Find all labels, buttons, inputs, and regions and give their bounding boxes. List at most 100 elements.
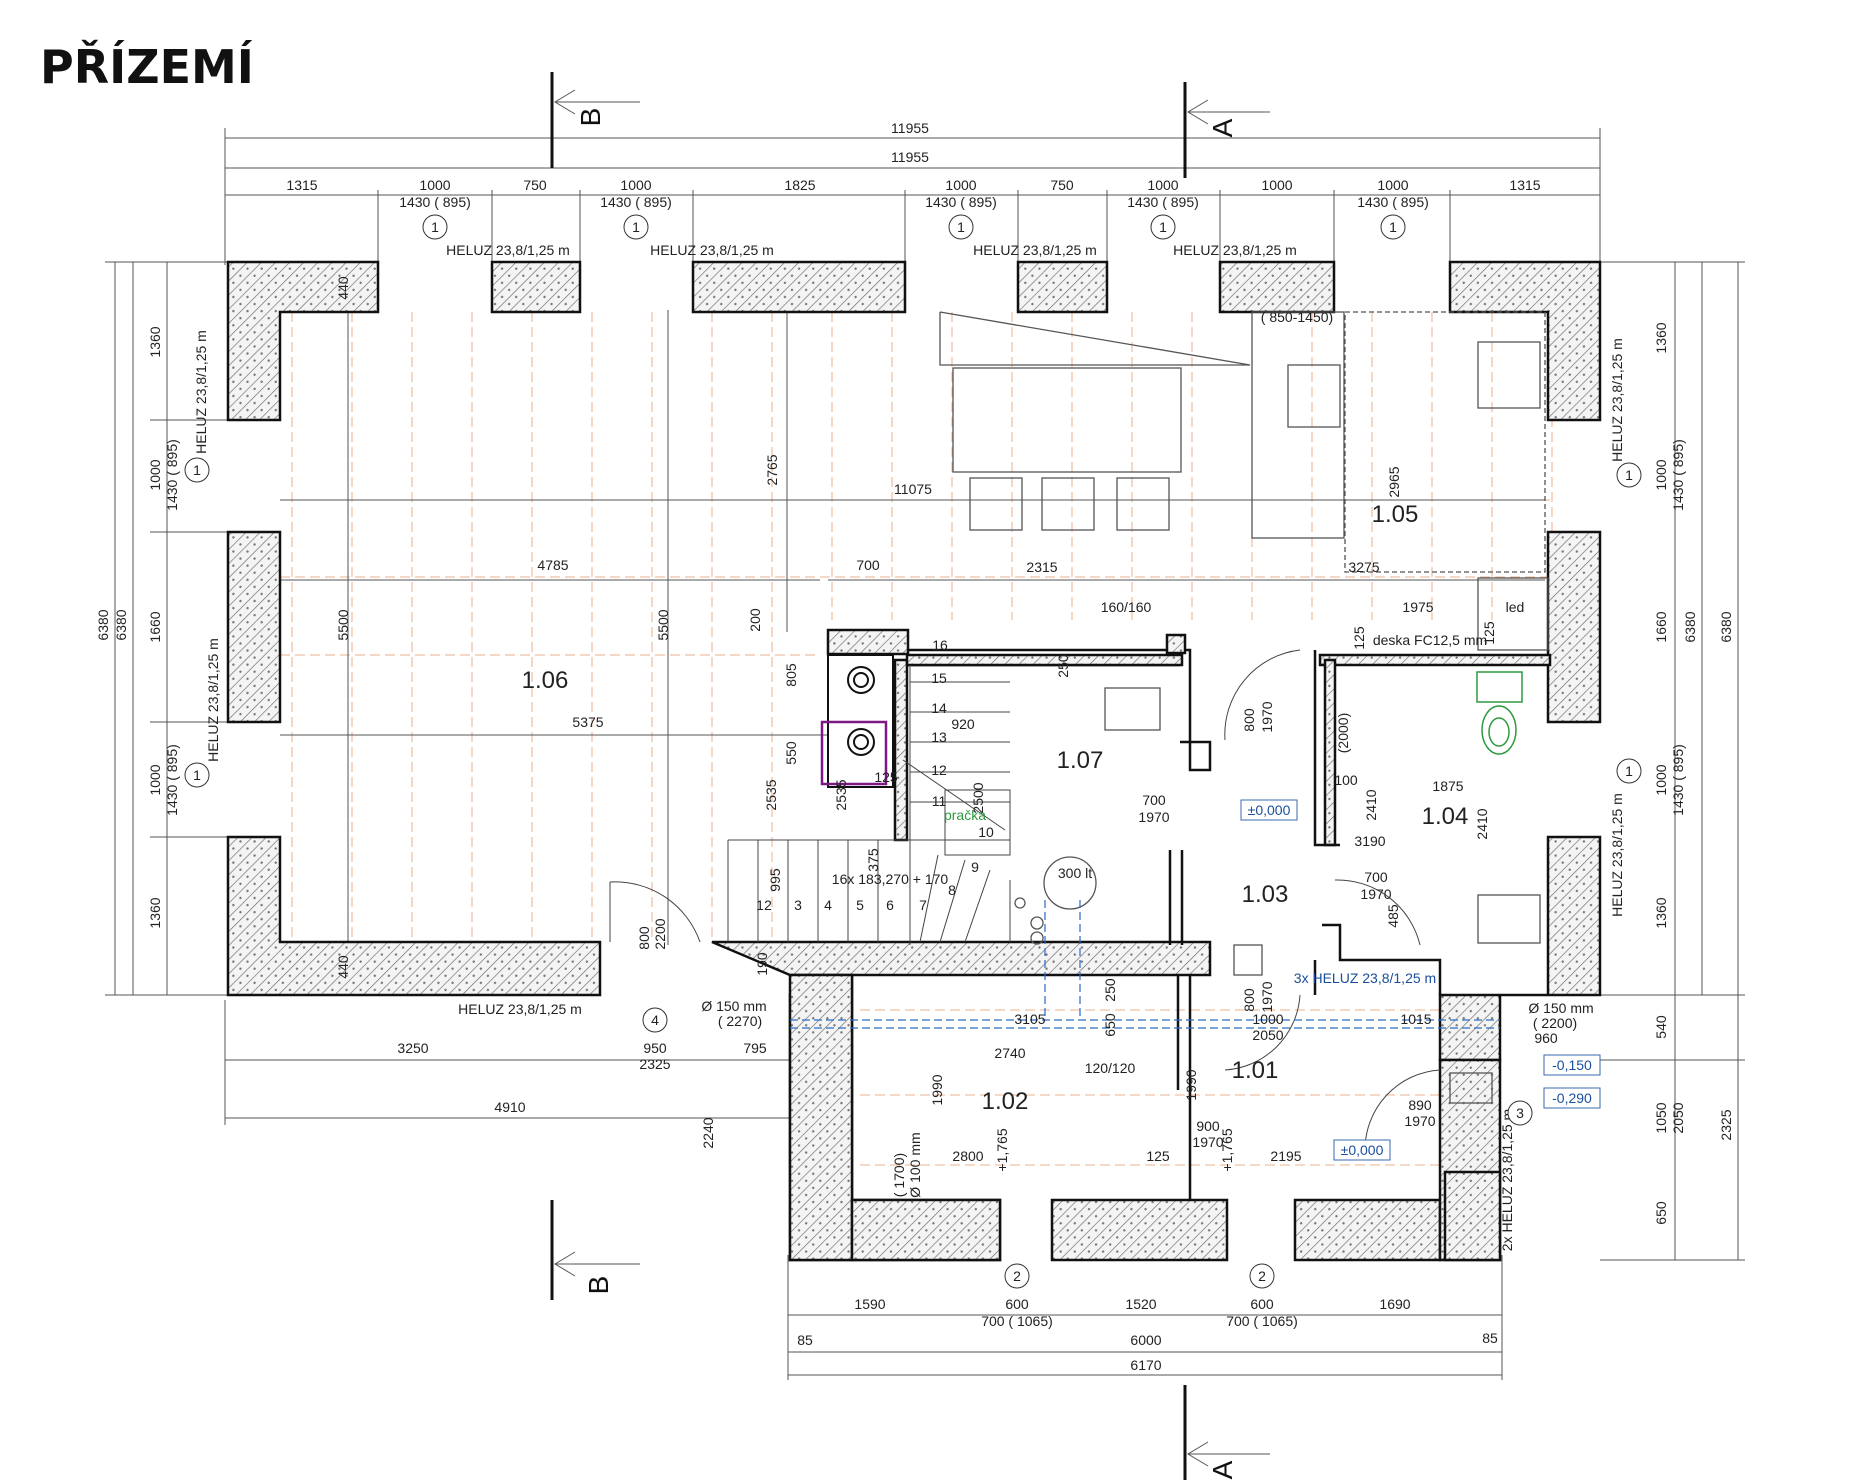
window-tag: 1 [948, 214, 974, 240]
dimension-label: 1000 [1147, 177, 1178, 193]
dimension-label: 700 ( 1065) [1226, 1313, 1298, 1329]
window-tag-number: 1 [1625, 467, 1633, 483]
dimension-label: 1430 ( 895) [164, 439, 180, 511]
dimension-label: 700 ( 1065) [981, 1313, 1053, 1329]
level-mark: -0,290 [1543, 1087, 1601, 1109]
window-tag: 1 [422, 214, 448, 240]
step-number: 1 [756, 897, 764, 913]
dimension-label: 995 [767, 868, 783, 892]
material-label: HELUZ 23,8/1,25 m [1173, 242, 1297, 258]
room-number: 1.05 [1372, 501, 1419, 528]
dimension-label: 375 [865, 848, 881, 872]
window-tag-number: 1 [957, 219, 965, 235]
dimension-label: 4785 [537, 557, 568, 573]
step-number: 4 [824, 897, 832, 913]
window-tag-number: 1 [193, 462, 201, 478]
room-number: 1.01 [1232, 1057, 1279, 1084]
dimension-label: 890 [1408, 1097, 1432, 1113]
dimension-label: 11955 [891, 149, 929, 165]
dimension-label: 1875 [1432, 778, 1463, 794]
dimension-label: 125 [1351, 626, 1367, 650]
window-tag-number: 4 [651, 1012, 659, 1028]
room-number: 1.04 [1422, 803, 1469, 830]
level-mark: ±0,000 [1240, 799, 1298, 821]
dimension-label: 200 [747, 608, 763, 632]
dimension-label: 2325 [639, 1056, 670, 1072]
section-arrows [554, 89, 1270, 1467]
dimension-label: 5500 [335, 609, 351, 640]
dimension-label: 2325 [1718, 1109, 1734, 1140]
window-tag-number: 1 [431, 219, 439, 235]
dimension-label: 1970 [1404, 1113, 1435, 1129]
dimension-label: 1590 [854, 1296, 885, 1312]
dimension-label: 1430 ( 895) [164, 744, 180, 816]
dimension-label: 960 [1534, 1030, 1558, 1046]
step-number: 16 [932, 637, 948, 653]
annotation-label: pračka [944, 807, 986, 823]
dimension-label: 700 [1364, 869, 1388, 885]
window-tag-number: 1 [193, 767, 201, 783]
dimension-label: 1360 [147, 326, 163, 357]
dimension-label: 16x 183,270 + 170 [832, 871, 949, 887]
dimension-label: 900 [1196, 1118, 1220, 1134]
material-label: HELUZ 23,8/1,25 m [1609, 338, 1625, 462]
material-label: HELUZ 23,8/1,25 m [650, 242, 774, 258]
window-tag: 1 [184, 457, 210, 483]
step-number: 13 [931, 729, 947, 745]
dimension-label: 300 lt [1058, 865, 1092, 881]
dimension-label: 1970 [1360, 886, 1391, 902]
dimension-label: 1360 [1653, 897, 1669, 928]
dimension-label: 795 [743, 1040, 767, 1056]
dimension-label: 2535 [763, 779, 779, 810]
dimension-label: 125 [1481, 621, 1497, 645]
room-number: 1.03 [1242, 881, 1289, 908]
step-number: 100 [1334, 772, 1358, 788]
room-number: 1.02 [982, 1088, 1029, 1115]
dimension-label: 1000 [147, 764, 163, 795]
dimension-label: 1520 [1125, 1296, 1156, 1312]
dimension-label: 190 [754, 952, 770, 976]
dimension-label: 550 [783, 741, 799, 765]
step-number: 6 [886, 897, 894, 913]
window-tag: 1 [623, 214, 649, 240]
step-number: 8 [948, 882, 956, 898]
window-tag: 1 [1380, 214, 1406, 240]
dimension-label: 1975 [1402, 599, 1433, 615]
dimension-label: 3250 [397, 1040, 428, 1056]
dimension-label: 1430 ( 895) [399, 194, 471, 210]
window-tag: 1 [1616, 462, 1642, 488]
step-number: 2 [764, 897, 772, 913]
dimension-label: 1430 ( 895) [600, 194, 672, 210]
dimension-label: 1000 [945, 177, 976, 193]
masonry-walls [226, 260, 1602, 1262]
dimension-label: 1970 [1259, 701, 1275, 732]
dimension-label: 6000 [1130, 1332, 1161, 1348]
dimension-label: 2195 [1270, 1148, 1301, 1164]
dimension-label: 1015 [1400, 1011, 1431, 1027]
dimension-label: 5375 [572, 714, 603, 730]
dimension-label: 485 [1385, 904, 1401, 928]
dimension-label: 805 [783, 663, 799, 687]
dimension-label: ( 850-1450) [1261, 309, 1333, 325]
dimension-label: 2200 [652, 918, 668, 949]
window-tag: 1 [184, 762, 210, 788]
dimension-label: Ø 150 mm [1528, 1000, 1593, 1016]
door-swings [609, 649, 1441, 1151]
room-number: 1.07 [1057, 747, 1104, 774]
dimension-label: 1430 ( 895) [1670, 439, 1686, 511]
dimension-label: 85 [797, 1332, 813, 1348]
section-letter: A [1207, 118, 1238, 137]
dimension-label: 1000 [1653, 764, 1669, 795]
section-letter: B [575, 108, 606, 127]
dimension-label: 5500 [655, 609, 671, 640]
room-number: 1.06 [522, 667, 569, 694]
dimension-label: 6170 [1130, 1357, 1161, 1373]
dimension-label: 120/120 [1085, 1060, 1136, 1076]
dimension-label: 600 [1005, 1296, 1029, 1312]
dimension-label: 11955 [891, 120, 929, 136]
section-letter: A [1207, 1460, 1238, 1479]
dimension-label: 1970 [1138, 809, 1169, 825]
dimension-label: 1000 [1377, 177, 1408, 193]
